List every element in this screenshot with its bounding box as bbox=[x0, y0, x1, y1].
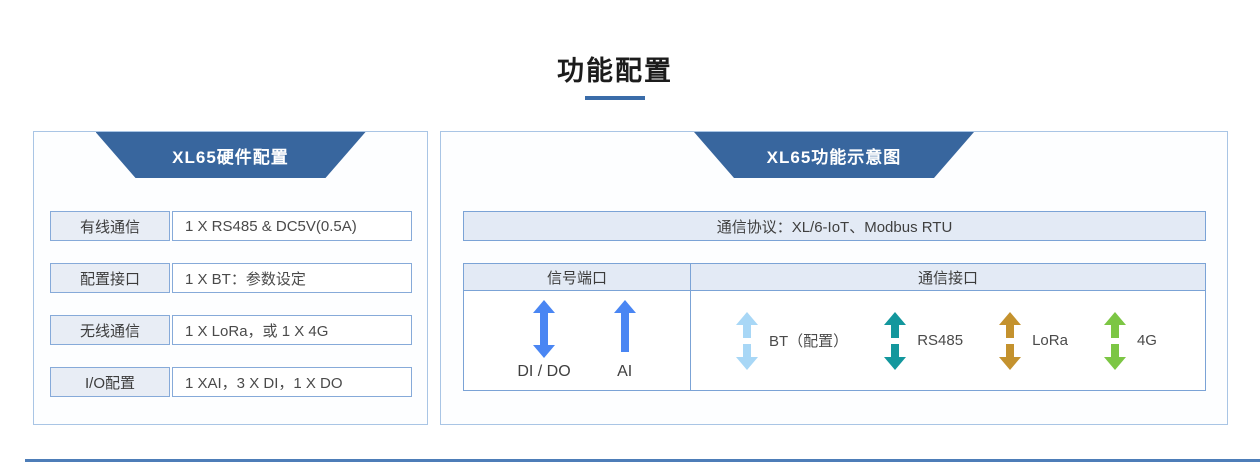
iface-group-rs485: RS485 bbox=[883, 311, 964, 370]
hardware-config-panel: XL65硬件配置 有线通信 1 X RS485 & DC5V(0.5A) 配置接… bbox=[33, 131, 428, 425]
bt-split-arrow-icon bbox=[736, 311, 758, 370]
row-label-io-config: I/O配置 bbox=[50, 367, 170, 397]
hardware-rows: 有线通信 1 X RS485 & DC5V(0.5A) 配置接口 1 X BT：… bbox=[50, 211, 412, 419]
function-table-header: 信号端口 通信接口 bbox=[463, 263, 1206, 291]
port-group-di-do: DI / DO bbox=[517, 300, 571, 381]
page-title: 功能配置 bbox=[557, 56, 673, 86]
row-value-wireless-comm: 1 X LoRa，或 1 X 4G bbox=[172, 315, 412, 345]
section-title-block: 功能配置 bbox=[0, 55, 1230, 101]
iface-group-4g: 4G bbox=[1103, 311, 1157, 370]
hardware-row: 有线通信 1 X RS485 & DC5V(0.5A) bbox=[50, 211, 412, 241]
rs485-label: RS485 bbox=[917, 332, 964, 349]
signal-ports-cell: DI / DO AI bbox=[463, 290, 691, 391]
hardware-row: I/O配置 1 XAI，3 X DI，1 X DO bbox=[50, 367, 412, 397]
bt-label: BT（配置） bbox=[769, 333, 849, 350]
column-header-comm-interfaces: 通信接口 bbox=[690, 263, 1206, 291]
ai-up-arrow-icon bbox=[613, 300, 636, 352]
title-underline bbox=[585, 96, 645, 101]
function-table-body: DI / DO AI bbox=[463, 290, 1206, 391]
comm-interfaces-cell: BT（配置） RS485 bbox=[690, 290, 1206, 391]
row-value-io-config: 1 XAI，3 X DI，1 X DO bbox=[172, 367, 412, 397]
lora-split-arrow-icon bbox=[999, 311, 1022, 370]
hardware-row: 无线通信 1 X LoRa，或 1 X 4G bbox=[50, 315, 412, 345]
row-value-config-interface: 1 X BT：参数设定 bbox=[172, 263, 412, 293]
ai-label: AI bbox=[617, 363, 633, 380]
protocol-bar: 通信协议：XL/6-IoT、Modbus RTU bbox=[463, 211, 1206, 241]
di-do-double-arrow-icon bbox=[533, 300, 555, 358]
rs485-split-arrow-icon bbox=[884, 311, 907, 370]
iface-group-bt: BT（配置） bbox=[735, 311, 849, 370]
function-table: 信号端口 通信接口 DI / DO bbox=[463, 263, 1206, 391]
4g-label: 4G bbox=[1136, 332, 1157, 349]
lora-label: LoRa bbox=[1032, 332, 1068, 349]
hardware-panel-header: XL65硬件配置 bbox=[96, 132, 366, 178]
diagram-panel-header: XL65功能示意图 bbox=[694, 132, 974, 178]
row-label-config-interface: 配置接口 bbox=[50, 263, 170, 293]
row-label-wired-comm: 有线通信 bbox=[50, 211, 170, 241]
row-value-wired-comm: 1 X RS485 & DC5V(0.5A) bbox=[172, 211, 412, 241]
port-group-ai: AI bbox=[613, 300, 637, 381]
row-label-wireless-comm: 无线通信 bbox=[50, 315, 170, 345]
next-section-top-border bbox=[25, 459, 1260, 462]
function-diagram-panel: XL65功能示意图 通信协议：XL/6-IoT、Modbus RTU 信号端口 … bbox=[440, 131, 1228, 425]
column-header-signal-ports: 信号端口 bbox=[463, 263, 691, 291]
iface-group-lora: LoRa bbox=[998, 311, 1068, 370]
hardware-row: 配置接口 1 X BT：参数设定 bbox=[50, 263, 412, 293]
di-do-label: DI / DO bbox=[517, 363, 571, 380]
arrow-4g-split-arrow-icon bbox=[1103, 311, 1126, 370]
